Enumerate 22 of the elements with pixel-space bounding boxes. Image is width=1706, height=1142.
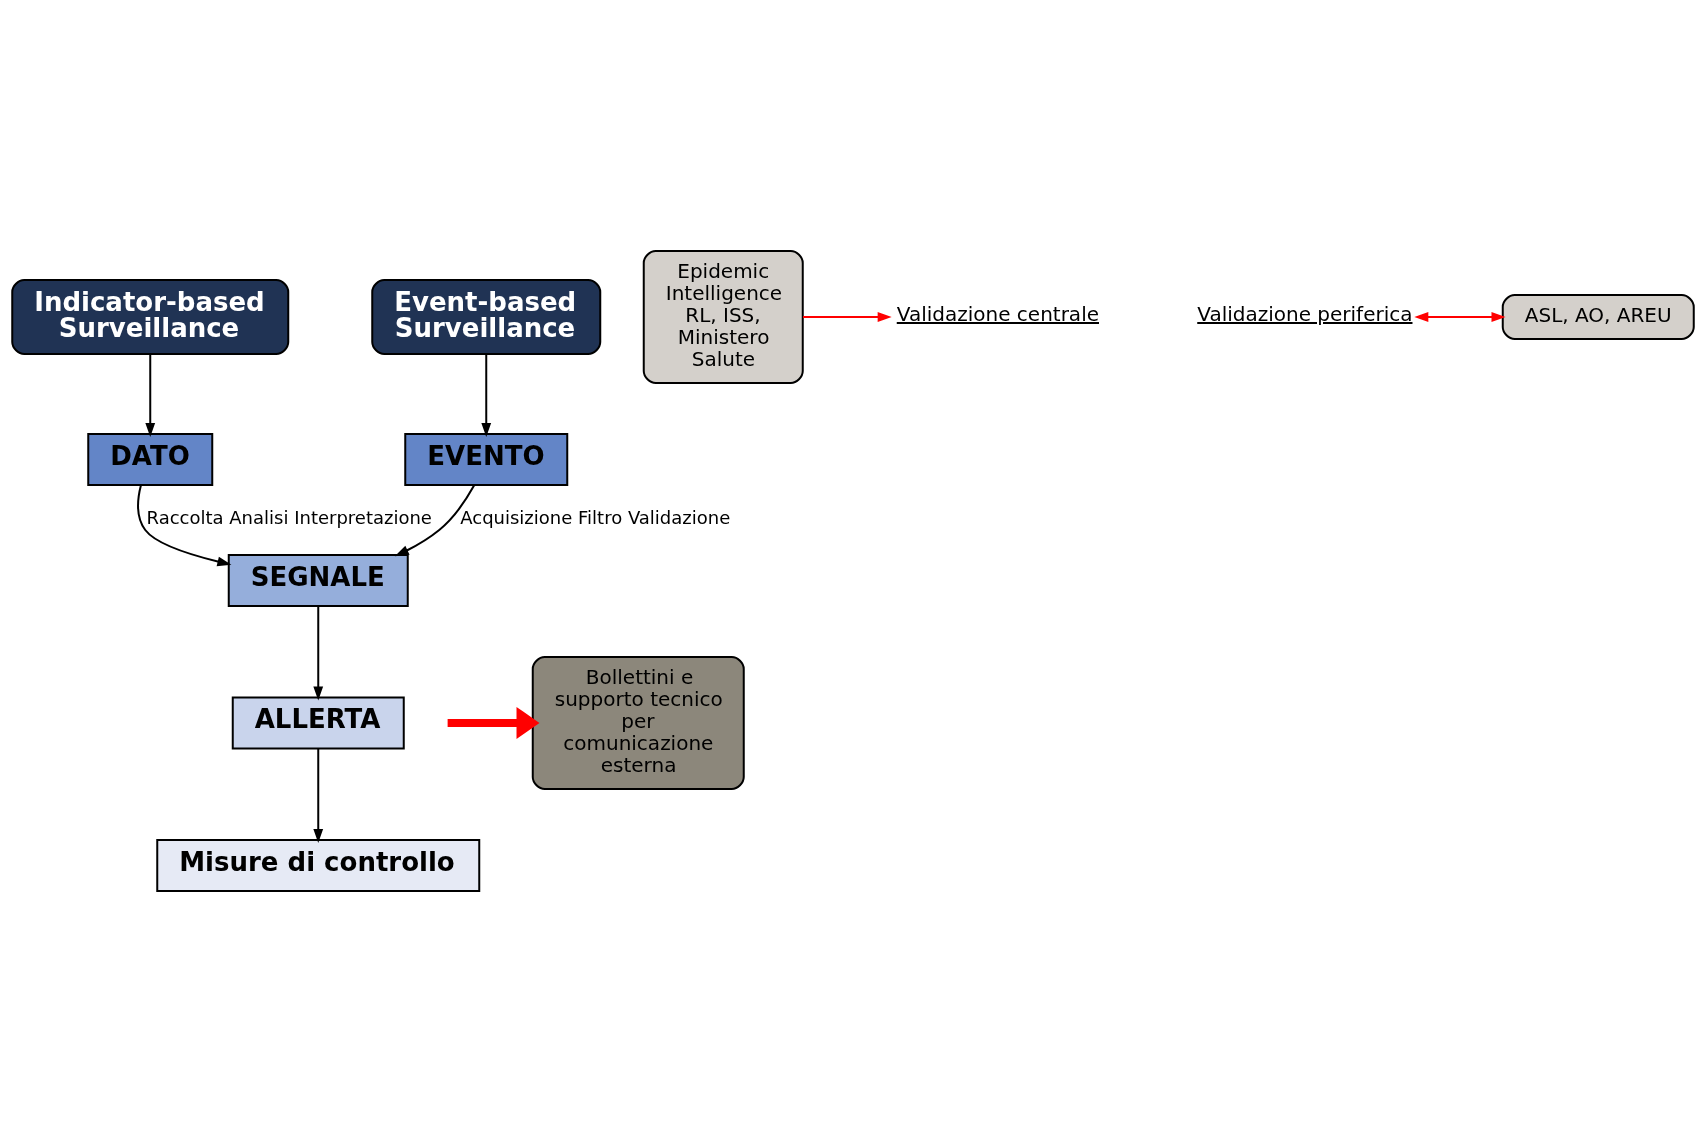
arrow bbox=[481, 353, 492, 437]
node-box: Misure di controllo bbox=[156, 839, 481, 892]
arrow bbox=[313, 605, 324, 701]
node-box: SEGNALE bbox=[227, 554, 409, 607]
node-text: Validazione periferica bbox=[1197, 302, 1413, 326]
node-box: EVENTO bbox=[404, 433, 569, 486]
edge-label: Raccolta Analisi Interpretazione bbox=[146, 507, 432, 529]
node-box: ASL, AO, AREU bbox=[1501, 294, 1695, 340]
node-box: Event-based Surveillance bbox=[371, 279, 602, 355]
arrow bbox=[145, 353, 156, 437]
node-box: DATO bbox=[87, 433, 214, 486]
arrow bbox=[313, 747, 324, 843]
node-box: ALLERTA bbox=[231, 696, 405, 750]
node-box: Indicator-based Surveillance bbox=[11, 279, 290, 355]
arrow bbox=[801, 312, 892, 322]
arrow bbox=[394, 484, 476, 557]
arrow bbox=[137, 484, 232, 567]
node-box: Epidemic Intelligence RL, ISS, Ministero Salute bbox=[642, 250, 804, 384]
arrow bbox=[1414, 312, 1506, 322]
node-box: Bollettini e supporto tecnico per comunicazione esterna bbox=[531, 656, 745, 790]
edge-label: Acquisizione Filtro Validazione bbox=[460, 507, 731, 529]
node-text: Validazione centrale bbox=[896, 302, 1099, 326]
